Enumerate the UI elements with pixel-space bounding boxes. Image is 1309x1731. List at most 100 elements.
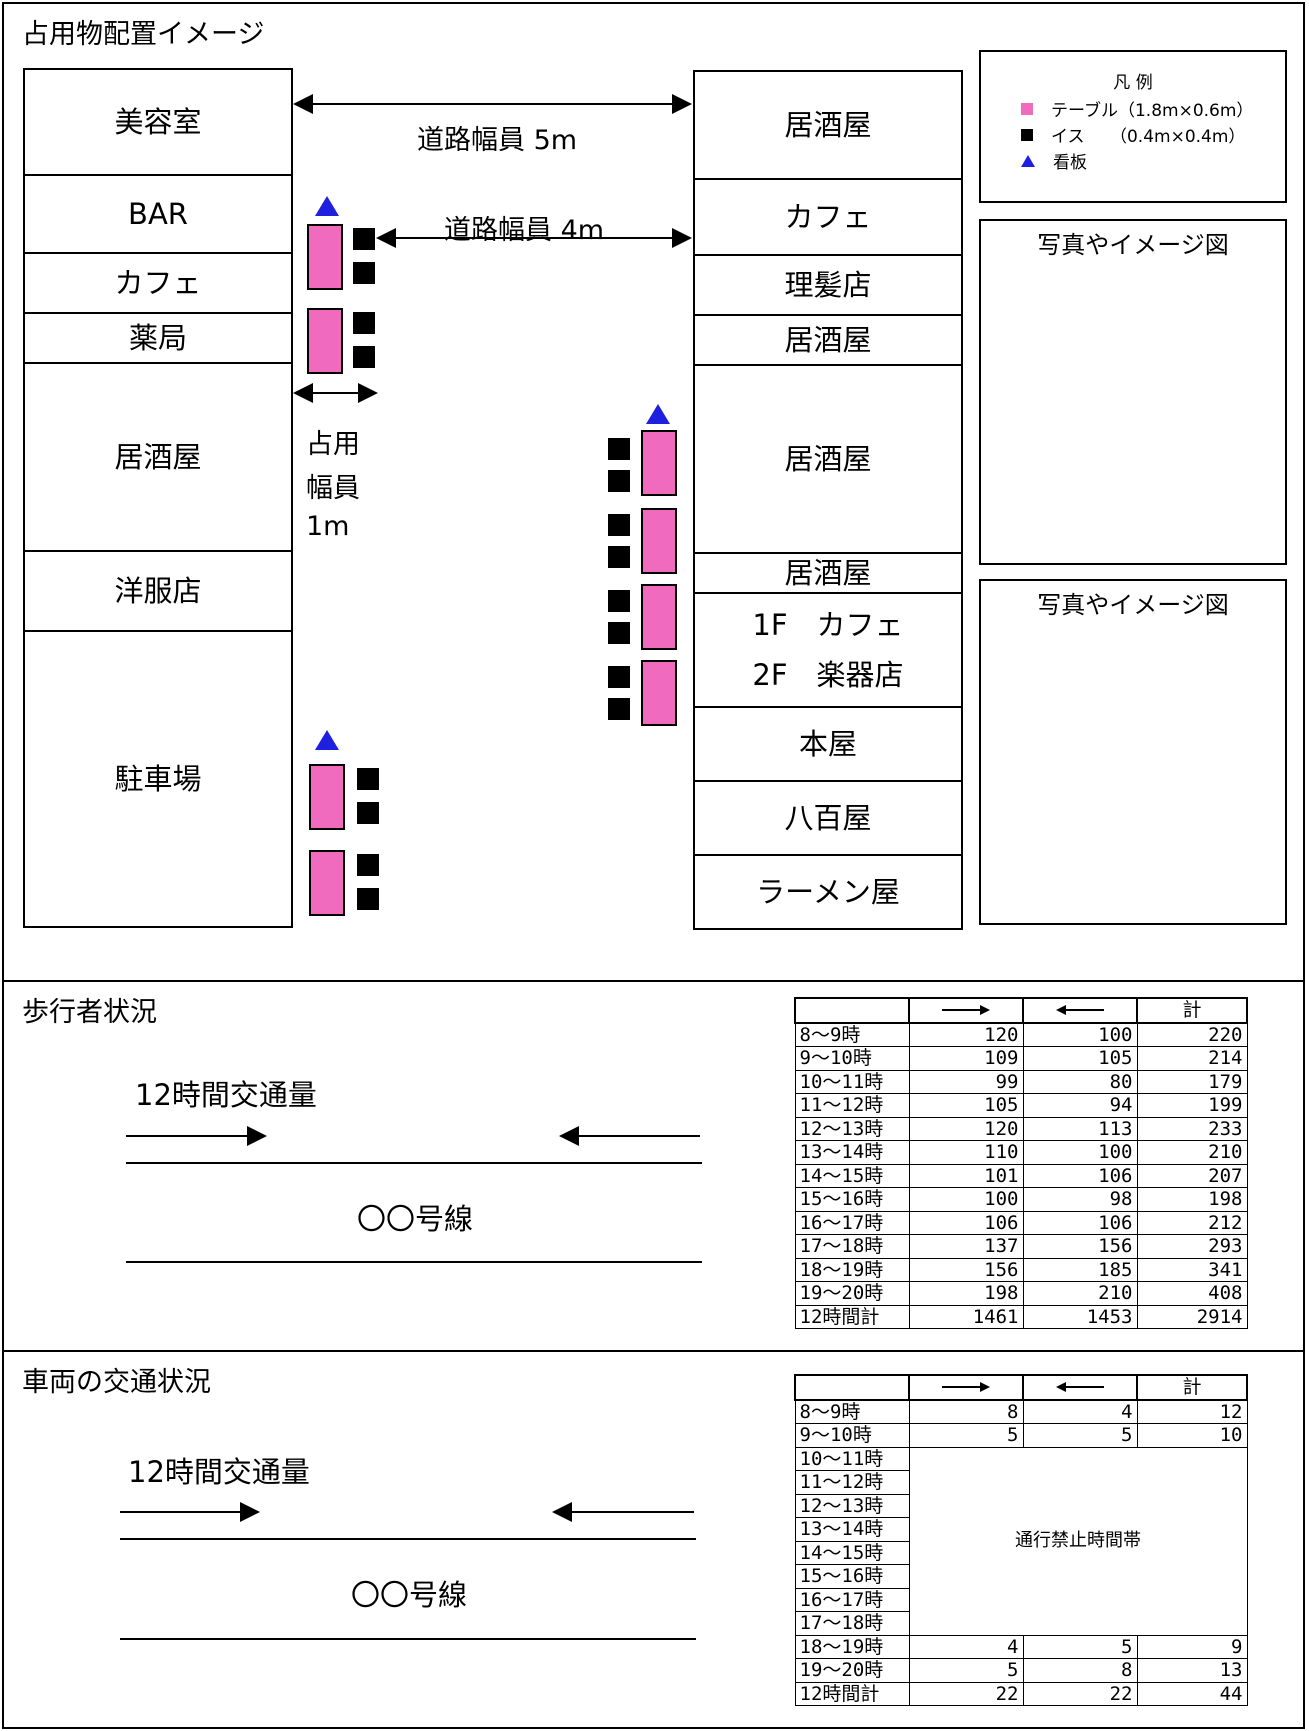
left-shop-bar: BAR — [23, 174, 293, 254]
time-slot-cell: 12～13時 — [794, 1116, 910, 1141]
chair-icon — [353, 312, 375, 334]
right-count-cell: 109 — [908, 1046, 1024, 1071]
left-count-cell: 4 — [1022, 1399, 1138, 1424]
time-slot-cell: 14～15時 — [794, 1540, 910, 1565]
road-name: 〇〇号線 — [357, 1202, 474, 1236]
photo-box: 写真やイメージ図 — [979, 579, 1287, 925]
chair-icon — [353, 262, 375, 284]
road-edge-line — [126, 1261, 702, 1263]
chair-legend-icon — [1021, 128, 1033, 141]
left-count-cell: 8 — [1022, 1658, 1138, 1683]
header-total: 計 — [1136, 997, 1248, 1024]
right-count-cell: 100 — [908, 1187, 1024, 1212]
section-title: 占用物配置イメージ — [22, 19, 265, 50]
right-count-cell: 120 — [908, 1116, 1024, 1141]
time-slot-cell: 18～19時 — [794, 1634, 910, 1659]
chair-icon — [608, 590, 630, 612]
time-slot-cell: 13～14時 — [794, 1517, 910, 1542]
table-icon — [641, 430, 677, 496]
chair-icon — [357, 854, 379, 876]
header-left-arrow — [1022, 997, 1138, 1024]
occupancy-label-3: 1m — [306, 511, 350, 542]
right-shop-ramen: ラーメン屋 — [693, 854, 963, 930]
total-count-cell: 2914 — [1136, 1304, 1248, 1329]
left-count-cell: 1453 — [1022, 1304, 1138, 1329]
total-count-cell: 212 — [1136, 1210, 1248, 1235]
chair-icon — [608, 470, 630, 492]
time-slot-cell: 14～15時 — [794, 1163, 910, 1188]
total-count-cell: 9 — [1136, 1634, 1248, 1659]
chair-icon — [608, 622, 630, 644]
chair-icon — [353, 228, 375, 250]
time-slot-cell: 12時間計 — [794, 1304, 910, 1329]
total-count-cell: 12 — [1136, 1399, 1248, 1424]
header-right-arrow — [908, 1374, 1024, 1401]
left-count-cell: 100 — [1022, 1022, 1138, 1047]
road-width-5m-label: 道路幅員 5m — [417, 125, 578, 156]
right-count-cell: 5 — [908, 1423, 1024, 1448]
right-shop-bookstore: 本屋 — [693, 706, 963, 782]
floor-2-label: 2F 楽器店 — [752, 657, 904, 692]
total-count-cell: 13 — [1136, 1658, 1248, 1683]
left-count-cell: 100 — [1022, 1140, 1138, 1165]
right-shop-cafe-music: 1F カフェ 2F 楽器店 — [693, 592, 963, 708]
right-shop-izakaya-1: 居酒屋 — [693, 70, 963, 180]
time-slot-cell: 19～20時 — [794, 1658, 910, 1683]
chair-icon — [357, 768, 379, 790]
left-count-cell: 106 — [1022, 1163, 1138, 1188]
table-row: 10～11時通行禁止時間帯 — [794, 1446, 1248, 1636]
table-icon — [307, 308, 343, 374]
legend-box: 凡 例 テーブル（1.8m×0.6m） イス （0.4m×0.4m） 看板 — [979, 50, 1287, 203]
table-row: 12～13時 — [794, 1493, 1247, 1518]
right-arrow-icon — [942, 1382, 990, 1393]
left-shop-parking: 駐車場 — [23, 630, 293, 928]
table-row: 15～16時 — [794, 1564, 1247, 1589]
chair-icon — [353, 346, 375, 368]
time-slot-cell: 11～12時 — [794, 1470, 910, 1495]
floor-1-label: 1F カフェ — [752, 607, 904, 642]
right-count-cell: 99 — [908, 1069, 1024, 1094]
vehicle-section: 車両の交通状況 — [2, 1350, 1305, 1729]
right-count-cell: 106 — [908, 1210, 1024, 1235]
right-shop-greengrocer: 八百屋 — [693, 780, 963, 856]
chair-icon — [357, 802, 379, 824]
road-edge-line — [120, 1638, 696, 1640]
chair-icon — [608, 546, 630, 568]
photo-box: 写真やイメージ図 — [979, 219, 1287, 565]
left-count-cell: 156 — [1022, 1234, 1138, 1259]
time-slot-cell: 11～12時 — [794, 1093, 910, 1118]
table-row: 13～14時 — [794, 1517, 1247, 1542]
left-count-cell: 22 — [1022, 1681, 1138, 1706]
time-slot-cell: 16～17時 — [794, 1210, 910, 1235]
table-icon — [309, 764, 345, 830]
chair-icon — [608, 666, 630, 688]
dimension-arrows — [293, 94, 692, 403]
right-arrow-icon — [942, 1005, 990, 1016]
road-edge-line — [120, 1538, 696, 1540]
time-slot-cell: 9～10時 — [794, 1423, 910, 1448]
vehicle-flow-arrows — [120, 1502, 694, 1522]
header-total: 計 — [1136, 1374, 1248, 1401]
occupancy-label-1: 占用 — [306, 429, 360, 460]
total-count-cell: 220 — [1136, 1022, 1248, 1047]
header-left-arrow — [1022, 1374, 1138, 1401]
time-slot-cell: 12～13時 — [794, 1493, 910, 1518]
total-count-cell: 44 — [1136, 1681, 1248, 1706]
time-slot-cell: 18～19時 — [794, 1257, 910, 1282]
table-icon — [641, 584, 677, 650]
right-count-cell: 110 — [908, 1140, 1024, 1165]
table-icon — [309, 850, 345, 916]
right-shop-izakaya-2: 居酒屋 — [693, 314, 963, 366]
chair-icon — [608, 438, 630, 460]
road-name: 〇〇号線 — [351, 1578, 468, 1612]
time-slot-cell: 10～11時 — [794, 1446, 910, 1471]
table-icon — [641, 660, 677, 726]
